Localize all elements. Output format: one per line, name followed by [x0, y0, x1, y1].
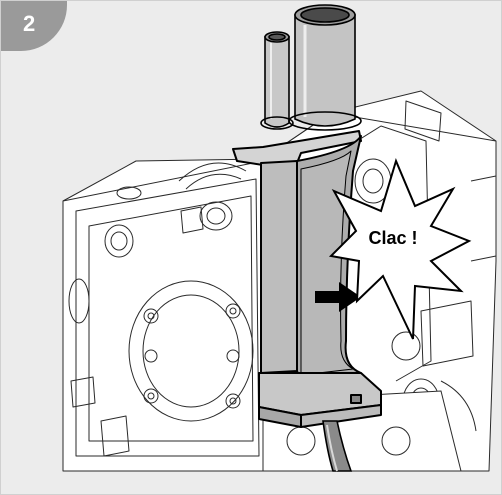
- callout-text: Clac !: [368, 228, 417, 248]
- conduit-tubes: [260, 4, 362, 131]
- arrow-right-icon: [315, 282, 361, 312]
- starburst-icon: [328, 158, 472, 340]
- cable: [322, 420, 353, 472]
